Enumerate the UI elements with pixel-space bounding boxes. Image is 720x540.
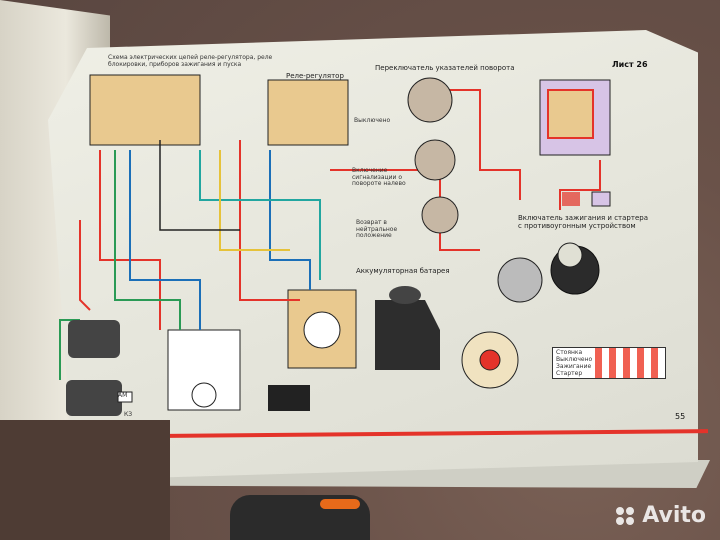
wire-teal-1	[199, 150, 321, 280]
avito-logo-icon	[616, 506, 636, 525]
table-row-1: Стоянка	[556, 349, 583, 356]
starter-relay-box	[167, 329, 241, 411]
fuse-box-2	[591, 191, 611, 207]
wire-red-2	[239, 140, 300, 301]
relay-box-right	[267, 79, 349, 146]
avito-watermark: Avito	[616, 503, 706, 528]
floor-shadow	[0, 420, 170, 540]
wire-red-5	[559, 160, 601, 210]
starter-motor-left	[66, 380, 122, 416]
wire-dark-1	[159, 140, 240, 231]
turn-switch-dial-3	[421, 196, 459, 234]
fuse-box-1	[562, 192, 580, 206]
header-left-text: Схема электрических цепей реле-регулятор…	[108, 54, 273, 68]
table-row-3: Зажигание	[556, 363, 592, 370]
wire-yellow-1	[219, 150, 290, 251]
table-row-2: Выключено	[556, 356, 593, 363]
turn-switch-dial-2	[414, 139, 456, 181]
switch-label-left: Включение сигнализации о повороте налево	[352, 167, 406, 188]
wire-blue-2	[269, 150, 311, 290]
ignition-coil	[268, 385, 310, 411]
battery-shape	[375, 300, 440, 370]
distributor-cap	[303, 311, 341, 349]
table-row-4: Стартер	[556, 370, 583, 377]
ignition-switch-hub	[479, 349, 501, 371]
ignition-switch-title: Включатель зажигания и стартера с против…	[518, 214, 648, 230]
generator-motor	[68, 320, 120, 358]
turn-switch-title: Переключатель указателей поворота	[375, 64, 515, 72]
am-label-box	[117, 391, 133, 403]
relay-label: Реле-регулятор	[286, 72, 344, 80]
am-label: АМ	[118, 392, 128, 399]
turn-switch-inner	[547, 89, 594, 139]
ignition-positions-table	[552, 347, 666, 379]
wire-green-1	[114, 150, 181, 330]
ke-label: КЗ	[124, 411, 133, 418]
wire-red-6	[79, 220, 91, 311]
table-cells	[595, 348, 665, 378]
relay-box-left	[89, 74, 201, 146]
starter-relay-circle	[191, 382, 217, 408]
wire-red-3	[440, 89, 521, 200]
battery-title: Аккумуляторная батарея	[356, 267, 450, 275]
ignition-lock-face	[557, 242, 583, 268]
battery-cap	[389, 286, 421, 304]
switch-label-return: Возврат в нейтральное положение	[356, 219, 398, 240]
distributor-box	[287, 289, 357, 369]
page-number: 55	[675, 412, 686, 421]
switch-label-off: Выключено	[354, 117, 391, 124]
wire-green-2	[59, 319, 80, 380]
wire-blue-1	[129, 150, 201, 330]
bottom-object	[230, 495, 370, 540]
sheet-label: Лист 26	[612, 60, 648, 69]
starter-motor-1	[497, 257, 543, 303]
watermark-text: Avito	[642, 503, 706, 528]
turn-switch-dial-1	[407, 77, 453, 123]
